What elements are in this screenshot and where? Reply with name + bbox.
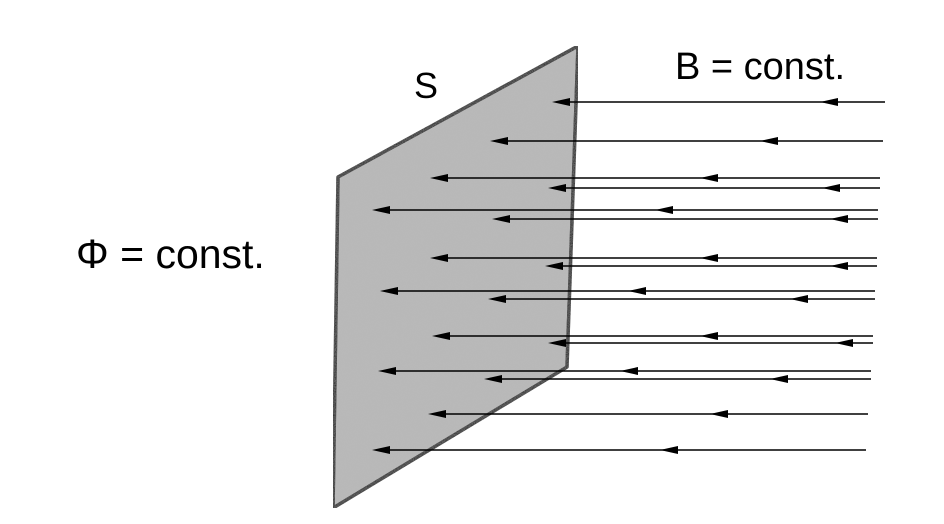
field-line-mid-arrowhead — [660, 446, 678, 454]
field-line-arrowhead — [378, 367, 396, 375]
field-line-arrowhead — [492, 215, 510, 223]
field-lines — [372, 98, 885, 454]
field-line-mid-arrowhead — [655, 206, 673, 214]
field-line-mid-arrowhead — [835, 339, 853, 347]
field-line-arrowhead — [488, 295, 506, 303]
surface-label: S — [414, 65, 439, 106]
field-line-mid-arrowhead — [760, 137, 778, 145]
field-line-mid-arrowhead — [822, 184, 840, 192]
field-line-arrowhead — [490, 137, 508, 145]
field-line-arrowhead — [552, 98, 570, 106]
field-line-mid-arrowhead — [628, 287, 646, 295]
field-line-mid-arrowhead — [700, 174, 718, 182]
field-line-arrowhead — [484, 375, 502, 383]
surface-plane — [331, 44, 580, 510]
field-line-arrowhead — [372, 446, 390, 454]
field-line-arrowhead — [372, 206, 390, 214]
field-line-mid-arrowhead — [620, 367, 638, 375]
field-line-mid-arrowhead — [830, 262, 848, 270]
field-line-arrowhead — [430, 174, 448, 182]
field-line-arrowhead — [428, 410, 446, 418]
field-line-mid-arrowhead — [700, 332, 718, 340]
field-label: B = const. — [675, 46, 846, 88]
field-line-mid-arrowhead — [700, 254, 718, 262]
field-line-arrowhead — [380, 287, 398, 295]
field-line-mid-arrowhead — [830, 215, 848, 223]
field-line-mid-arrowhead — [710, 410, 728, 418]
field-line-arrowhead — [430, 254, 448, 262]
field-line-arrowhead — [432, 332, 450, 340]
field-line-arrowhead — [545, 262, 563, 270]
field-line-arrowhead — [548, 184, 566, 192]
field-line-mid-arrowhead — [820, 98, 838, 106]
field-line-mid-arrowhead — [790, 295, 808, 303]
field-line-arrowhead — [548, 339, 566, 347]
flux-label: Φ = const. — [76, 231, 265, 277]
field-line-mid-arrowhead — [770, 375, 788, 383]
